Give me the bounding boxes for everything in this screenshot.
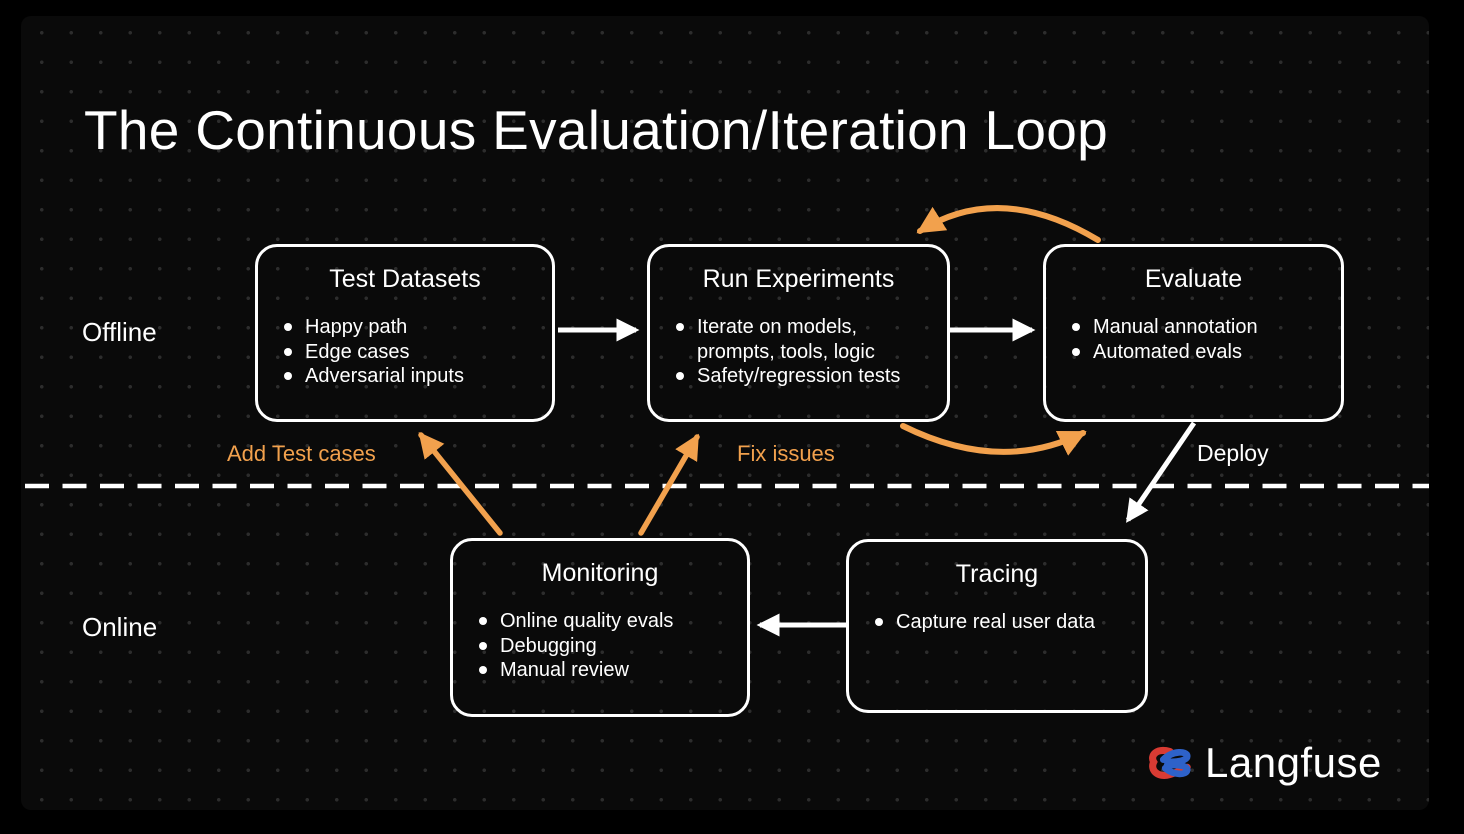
bullet-dot-icon — [676, 372, 684, 380]
arrow-label-deploy: Deploy — [1197, 440, 1269, 466]
bullet-dot-icon — [1072, 347, 1080, 356]
node-tracing: Tracing Capture real user data — [846, 539, 1148, 713]
bullet-list: Online quality evals Debugging Manual re… — [453, 609, 747, 683]
langfuse-knot-icon — [1149, 747, 1191, 779]
arrow-label-add-test-cases: Add Test cases — [227, 441, 376, 466]
bullet-text: Edge cases — [305, 340, 410, 363]
bullet-dot-icon — [479, 666, 487, 674]
bullet-text: Happy path — [305, 316, 408, 338]
bullet-dot-icon — [284, 347, 292, 356]
logo-wordmark: Langfuse — [1205, 739, 1382, 786]
bullet-list: Happy path Edge cases Adversarial inputs — [258, 315, 552, 389]
bullet-text: Iterate on models, prompts, tools, logic — [697, 316, 875, 363]
bullet-dot-icon — [875, 618, 883, 626]
page-title: The Continuous Evaluation/Iteration Loop — [84, 99, 1109, 161]
bullet-item: Manual review — [479, 658, 737, 683]
bullet-item: Edge cases — [284, 340, 542, 365]
node-evaluate: Evaluate Manual annotation Automated eva… — [1043, 244, 1344, 422]
bullet-text: Online quality evals — [500, 610, 674, 632]
lane-label-online: Online — [82, 612, 158, 642]
bullet-text: Safety/regression tests — [697, 365, 901, 387]
bullet-text: Debugging — [500, 634, 597, 657]
slide-background-dot-grid — [21, 16, 1429, 810]
bullet-list: Iterate on models, prompts, tools, logic… — [650, 315, 947, 389]
node-title: Tracing — [955, 560, 1039, 588]
node-monitoring: Monitoring Online quality evals Debuggin… — [450, 538, 750, 717]
bullet-text: Adversarial inputs — [305, 365, 464, 387]
bullet-dot-icon — [284, 372, 292, 380]
bullet-item: Iterate on models, prompts, tools, logic — [676, 315, 937, 364]
bullet-text: Automated evals — [1093, 340, 1242, 363]
bullet-item: Debugging — [479, 634, 737, 659]
bullet-item: Safety/regression tests — [676, 364, 937, 389]
bullet-item: Capture real user data — [875, 610, 1135, 635]
bullet-dot-icon — [284, 323, 292, 331]
node-title: Test Datasets — [329, 265, 481, 293]
node-title: Evaluate — [1144, 265, 1243, 293]
bullet-item: Adversarial inputs — [284, 364, 542, 389]
bullet-dot-icon — [676, 323, 684, 331]
node-title: Monitoring — [541, 559, 659, 587]
node-title: Run Experiments — [702, 265, 895, 293]
node-test-datasets: Test Datasets Happy path Edge cases Adve… — [255, 244, 555, 422]
bullet-item: Online quality evals — [479, 609, 737, 634]
lane-label-offline: Offline — [82, 317, 157, 347]
arrow-label-fix-issues: Fix issues — [737, 441, 835, 466]
bullet-list: Capture real user data — [849, 610, 1145, 635]
bullet-list: Manual annotation Automated evals — [1046, 315, 1341, 364]
langfuse-logo: Langfuse — [1146, 739, 1382, 787]
bullet-text: Manual review — [500, 659, 629, 681]
bullet-dot-icon — [479, 617, 487, 625]
bullet-text: Manual annotation — [1093, 316, 1258, 338]
bullet-dot-icon — [479, 641, 487, 650]
bullet-item: Automated evals — [1072, 340, 1331, 365]
bullet-item: Happy path — [284, 315, 542, 340]
bullet-text: Capture real user data — [896, 611, 1096, 633]
node-run-experiments: Run Experiments Iterate on models, promp… — [647, 244, 950, 422]
bullet-item: Manual annotation — [1072, 315, 1331, 340]
bullet-dot-icon — [1072, 323, 1080, 331]
